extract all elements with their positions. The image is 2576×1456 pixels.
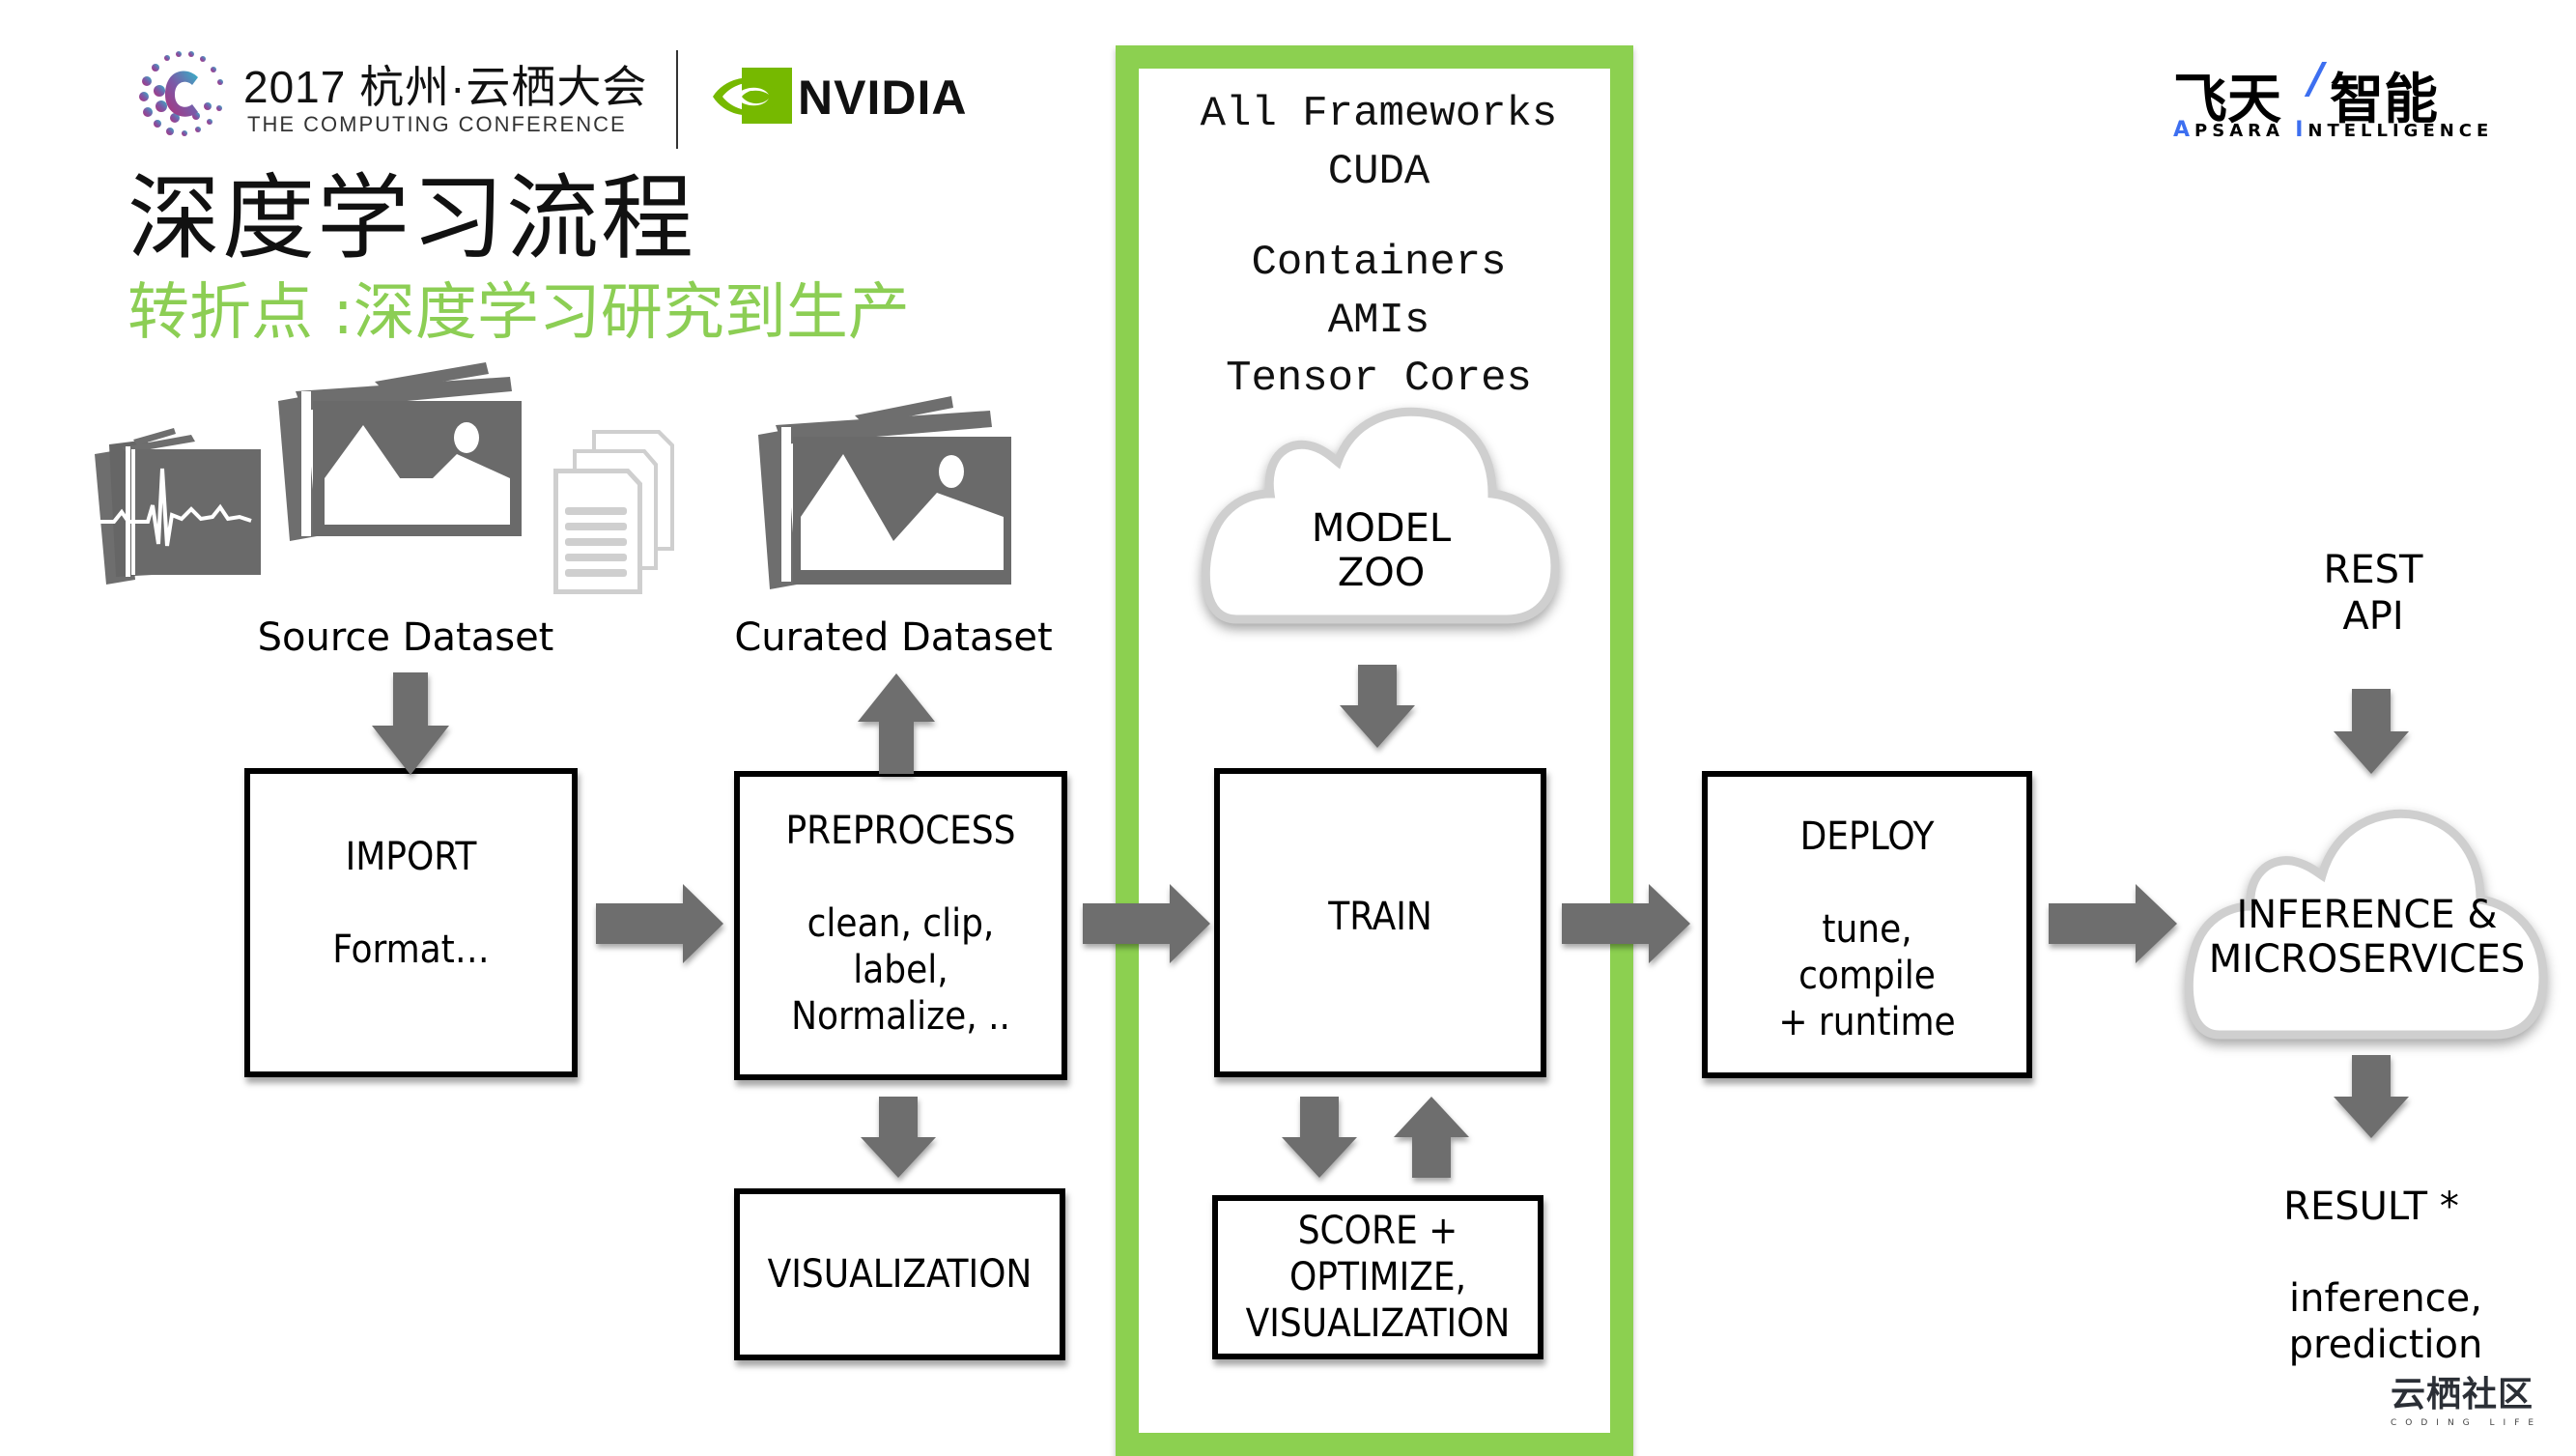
apsara-en-letter-i: I — [2295, 118, 2308, 142]
import-body: Format… — [332, 928, 490, 972]
platform-item-containers: Containers — [1251, 239, 1507, 287]
yunqi-community-logo: 云栖社区 CODING LIFE — [2391, 1366, 2555, 1428]
arrow-up-preprocess-to-curated — [858, 673, 935, 774]
arrow-down-source-to-import — [372, 672, 449, 775]
preprocess-title: PREPROCESS — [785, 809, 1016, 853]
result-body: inference, prediction — [2260, 1275, 2511, 1368]
result-line-2: prediction — [2288, 1323, 2483, 1367]
preprocess-body-3: Normalize, .. — [791, 994, 1010, 1039]
preprocess-body-2: label, — [853, 948, 948, 992]
model-zoo-line-1: MODEL — [1311, 506, 1452, 551]
inference-text: INFERENCE & MICROSERVICES — [2181, 893, 2553, 982]
inference-line-2: MICROSERVICES — [2208, 937, 2526, 982]
arrow-right-train-to-deploy — [1562, 884, 1690, 963]
page-subtitle: 转折点 :深度学习研究到生产 — [127, 277, 910, 349]
yunqi-cn: 云栖社区 — [2391, 1375, 2534, 1414]
arrow-down-train-to-score — [1282, 1097, 1357, 1178]
arrow-right-preprocess-to-train — [1083, 884, 1210, 963]
conference-logo — [138, 48, 227, 140]
train-title: TRAIN — [1328, 895, 1432, 939]
arrow-down-inference-to-result — [2334, 1055, 2409, 1138]
apsara-en-rest-1: PSARA — [2194, 121, 2284, 141]
train-box[interactable]: TRAIN — [1214, 768, 1546, 1077]
rest-api-line-2: API — [2342, 594, 2404, 639]
inference-line-1: INFERENCE & — [2236, 893, 2498, 937]
arrow-down-restapi-to-inference — [2334, 689, 2409, 774]
apsara-logo: 飞天 / 智能 APSARA INTELLIGENCE — [2173, 54, 2488, 143]
source-dataset-icons — [95, 362, 686, 599]
gpu-platform-frame — [1116, 45, 1633, 1456]
import-title: IMPORT — [345, 835, 477, 879]
curated-dataset-icons — [758, 396, 1029, 589]
ecg-images-icon — [95, 428, 261, 585]
deploy-body-1: tune, — [1822, 907, 1912, 952]
apsara-cn-part2: 智能 — [2330, 69, 2438, 131]
apsara-en-letter-a: A — [2173, 118, 2195, 142]
result-title: RESULT * — [2283, 1185, 2459, 1229]
arrow-right-deploy-to-inference — [2049, 884, 2177, 963]
arrow-down-modelzoo-to-train — [1340, 665, 1415, 748]
visualization-title: VISUALIZATION — [767, 1252, 1033, 1297]
model-zoo-cloud: MODEL ZOO — [1198, 402, 1565, 639]
arrow-down-preprocess-to-visualization — [861, 1097, 936, 1178]
platform-item-tensor-cores: Tensor Cores — [1226, 355, 1532, 403]
apsara-cn-part1: 飞天 — [2173, 69, 2281, 131]
source-dataset-label: Source Dataset — [257, 615, 554, 660]
cloud-icon — [1201, 407, 1560, 624]
inference-cloud: INFERENCE & MICROSERVICES — [2181, 798, 2553, 1051]
cloud-icon — [2184, 809, 2548, 1040]
preprocess-body-1: clean, clip, — [807, 901, 995, 946]
nvidia-eye-icon — [713, 68, 792, 124]
page-title: 深度学习流程 — [127, 164, 695, 272]
conference-title: 2017 杭州·云栖大会 — [243, 62, 648, 112]
platform-stack-list: All Frameworks CUDA Containers AMIs Tens… — [1140, 85, 1618, 408]
photo-stack-icon — [758, 396, 1011, 589]
import-box[interactable]: IMPORT Format… — [244, 768, 578, 1077]
rest-api-line-1: REST — [2323, 548, 2423, 592]
visualization-box[interactable]: VISUALIZATION — [734, 1188, 1065, 1360]
platform-item-frameworks: All Frameworks — [1200, 90, 1558, 138]
rest-api-label: REST API — [2277, 547, 2470, 640]
score-line-2: OPTIMIZE, — [1288, 1255, 1467, 1299]
curated-dataset-label: Curated Dataset — [734, 615, 1053, 660]
platform-item-amis: AMIs — [1327, 297, 1430, 345]
deploy-body-2: compile — [1798, 954, 1936, 998]
score-line-3: VISUALIZATION — [1245, 1301, 1511, 1346]
platform-spacer — [1140, 201, 1618, 234]
apsara-en-rest-2: NTELLIGENCE — [2307, 121, 2494, 141]
deploy-title: DEPLOY — [1799, 814, 1935, 859]
photo-stack-icon — [278, 362, 522, 541]
score-optimize-box[interactable]: SCORE + OPTIMIZE, VISUALIZATION — [1212, 1195, 1543, 1359]
arrow-right-import-to-preprocess — [596, 884, 723, 963]
model-zoo-text: MODEL ZOO — [1198, 506, 1565, 595]
score-line-1: SCORE + — [1297, 1209, 1458, 1253]
nvidia-wordmark: NVIDIA — [798, 71, 968, 125]
model-zoo-line-2: ZOO — [1337, 551, 1426, 595]
conference-subtitle: THE COMPUTING CONFERENCE — [247, 112, 627, 136]
apsara-slash: / — [2308, 54, 2325, 103]
apsara-en: APSARA INTELLIGENCE — [2173, 118, 2493, 142]
logo-divider — [676, 50, 678, 149]
platform-item-cuda: CUDA — [1327, 148, 1430, 196]
deploy-box[interactable]: DEPLOY tune, compile + runtime — [1702, 771, 2032, 1078]
yunqi-en: CODING LIFE — [2391, 1418, 2543, 1428]
preprocess-box[interactable]: PREPROCESS clean, clip, label, Normalize… — [734, 771, 1067, 1080]
result-line-1: inference, — [2289, 1276, 2482, 1321]
conference-dots-logo-icon — [139, 51, 223, 136]
deploy-body-3: + runtime — [1778, 1000, 1956, 1044]
arrow-up-score-to-train — [1394, 1097, 1469, 1178]
documents-icon — [553, 430, 674, 594]
